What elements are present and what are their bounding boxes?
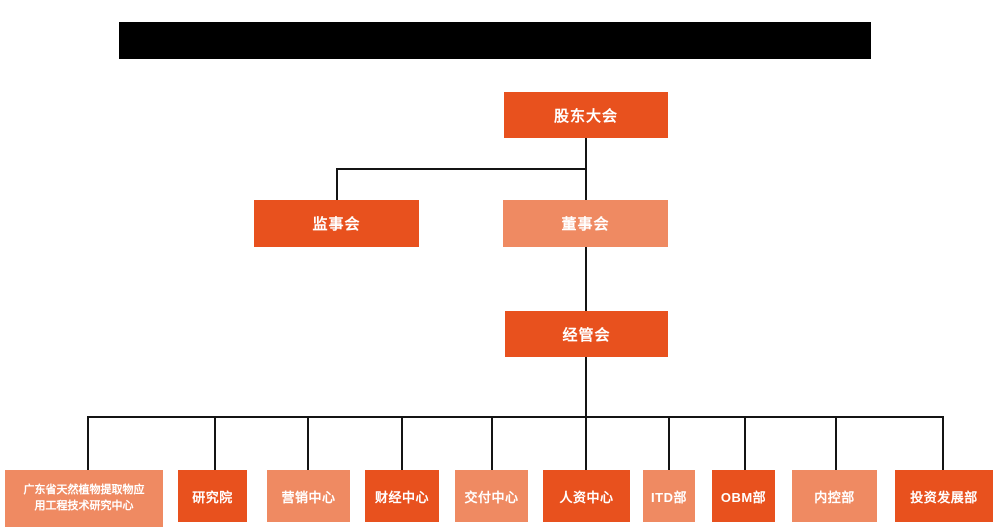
node-label: 交付中心: [464, 489, 519, 505]
node-label: 财经中心: [374, 489, 429, 505]
redacted-title-bar: [119, 22, 871, 59]
node-label: 研究院: [192, 489, 233, 505]
connector-drop: [214, 416, 216, 470]
connector-drop: [87, 416, 89, 470]
node-board-of-directors: 董事会: [503, 200, 668, 247]
connector-board-management: [585, 247, 587, 312]
node-label: 投资发展部: [910, 489, 978, 505]
connector-drop: [401, 416, 403, 470]
node-label-line1: 广东省天然植物提取物应: [23, 483, 145, 496]
connector-drop: [491, 416, 493, 470]
node-label: 董事会: [561, 216, 610, 233]
node-dept-research-institute: 研究院: [178, 470, 247, 522]
node-label: 股东大会: [553, 107, 618, 125]
node-label: 人资中心: [559, 489, 614, 505]
node-dept-research-center: 广东省天然植物提取物应 用工程技术研究中心: [5, 470, 163, 527]
node-label: ITD部: [651, 489, 687, 505]
connector-branch-horizontal: [336, 168, 587, 170]
connector-branch-supervisory: [336, 168, 338, 200]
connector-drop: [835, 416, 837, 470]
node-supervisory-board: 监事会: [254, 200, 419, 247]
node-dept-obm: OBM部: [712, 470, 775, 522]
connector-management-bus: [585, 357, 587, 417]
node-label: 监事会: [312, 216, 361, 233]
node-dept-hr-center: 人资中心: [543, 470, 630, 522]
node-label: 广东省天然植物提取物应 用工程技术研究中心: [24, 483, 145, 515]
node-dept-itd: ITD部: [643, 470, 695, 522]
node-label: 经管会: [562, 326, 611, 344]
connector-drop: [307, 416, 309, 470]
node-label: 内控部: [814, 489, 855, 505]
node-dept-delivery-center: 交付中心: [455, 470, 528, 522]
node-label-line2: 用工程技术研究中心: [34, 499, 134, 512]
node-dept-marketing-center: 营销中心: [267, 470, 350, 522]
node-label: 营销中心: [281, 489, 336, 505]
node-management-committee: 经管会: [505, 311, 668, 357]
node-dept-finance-center: 财经中心: [365, 470, 439, 522]
connector-department-bus: [87, 416, 944, 418]
connector-drop: [585, 416, 587, 470]
connector-drop: [942, 416, 944, 470]
node-dept-internal-control: 内控部: [792, 470, 877, 522]
node-label: OBM部: [720, 489, 767, 505]
connector-drop: [744, 416, 746, 470]
node-shareholders-meeting: 股东大会: [504, 92, 668, 138]
node-dept-investment-development: 投资发展部: [895, 470, 993, 522]
connector-drop: [668, 416, 670, 470]
